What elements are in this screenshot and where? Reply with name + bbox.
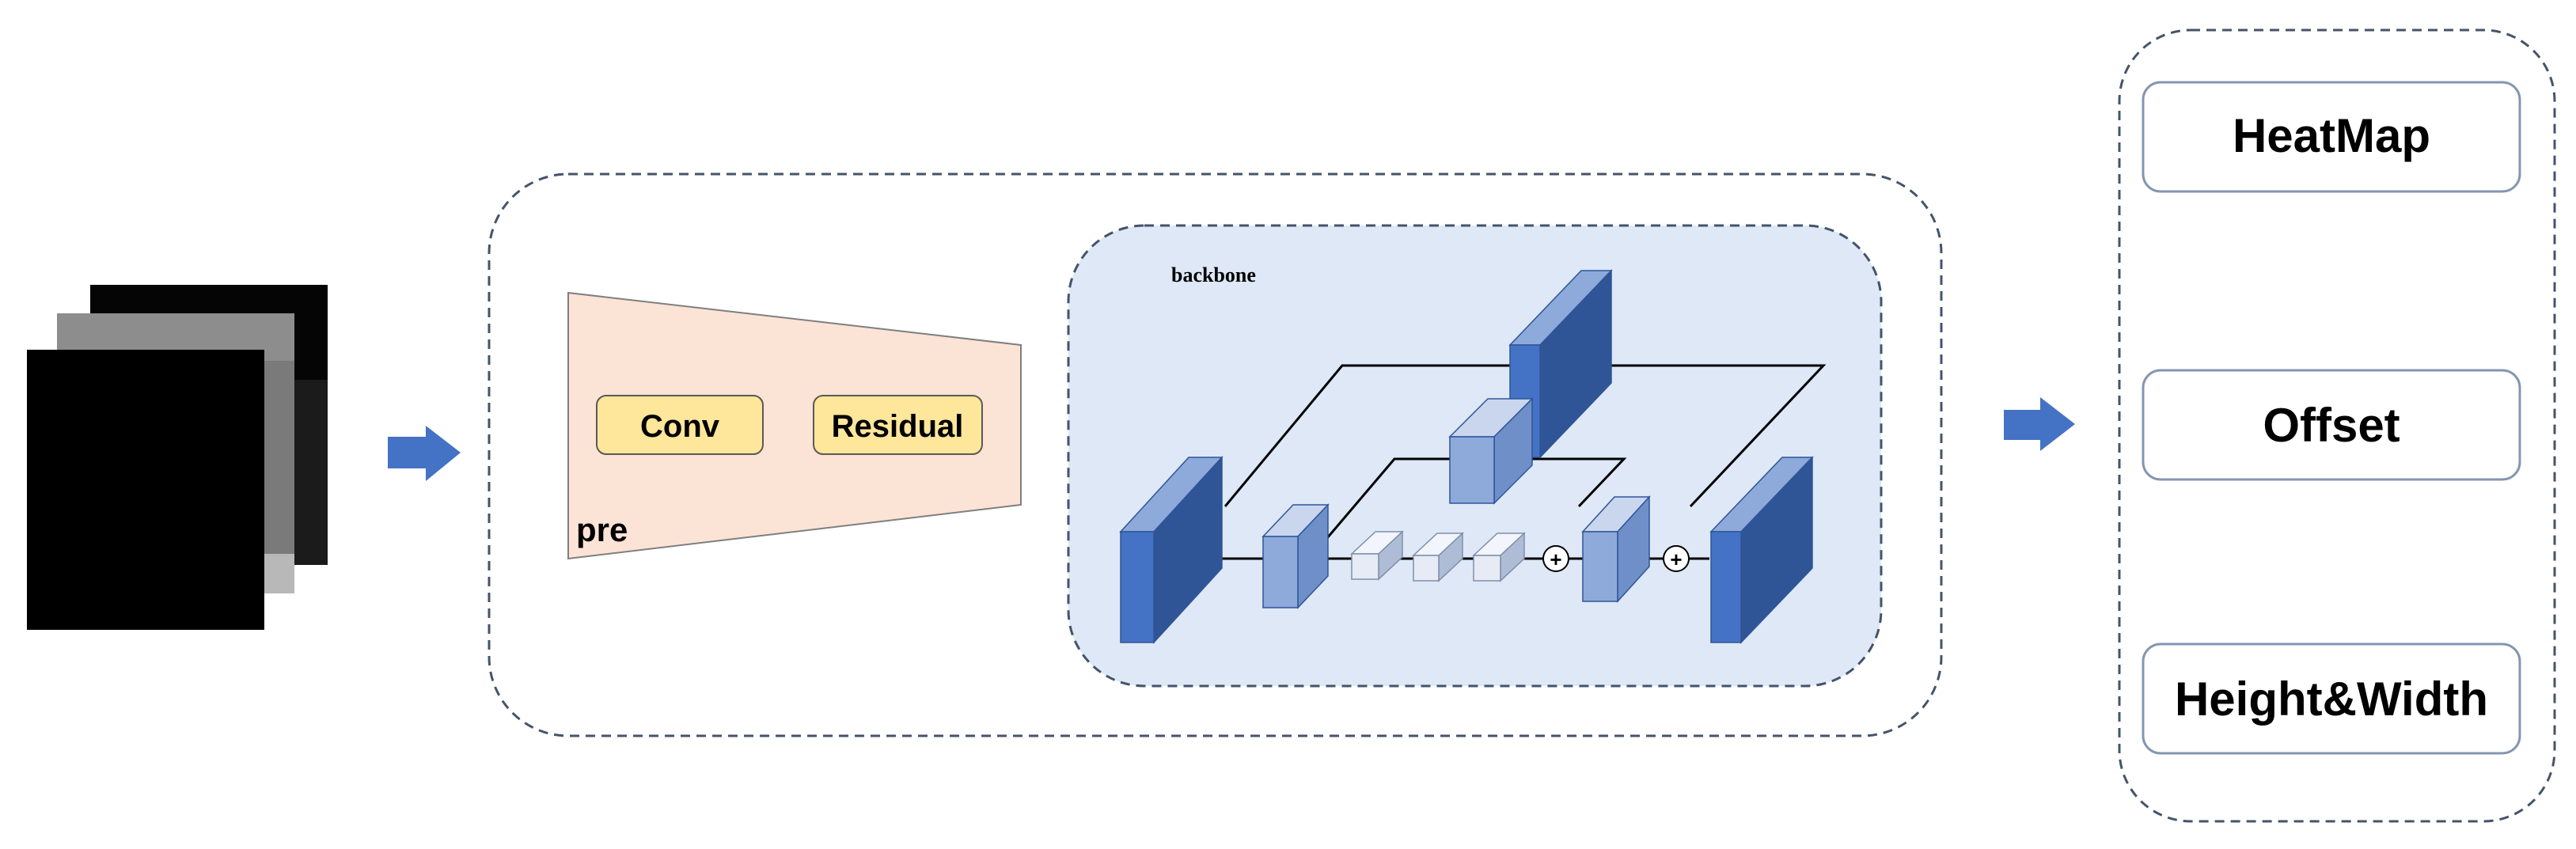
pre-module: Conv Residual pre	[567, 291, 1022, 560]
right-arrow-icon	[388, 426, 461, 481]
merge-plus-icon-2: +	[1663, 545, 1690, 572]
conv-block	[596, 395, 764, 455]
encoder-block-large	[1119, 456, 1224, 644]
pre-label: pre	[576, 511, 628, 548]
small-blocks	[1350, 530, 1526, 582]
small-block-1	[1350, 530, 1404, 581]
backbone-module: backbone	[1067, 224, 1883, 688]
input-image-stack	[27, 285, 328, 630]
input-frame-middle-band	[261, 554, 294, 593]
residual-block-label: Residual	[832, 409, 964, 444]
small-block-2	[1412, 532, 1464, 582]
decoder-block-medium	[1581, 495, 1651, 603]
mid-block-light	[1448, 397, 1534, 505]
output-head-height-width: Height&Width	[2142, 642, 2521, 755]
residual-block	[813, 395, 983, 455]
merge-plus-label-1: +	[1550, 548, 1561, 571]
pre-trapezoid	[567, 291, 1022, 560]
conv-block-label: Conv	[640, 409, 720, 444]
merge-plus-icon-1: +	[1542, 545, 1569, 572]
input-frame-front	[27, 350, 264, 630]
encoder-block-medium	[1261, 503, 1330, 609]
small-block-3	[1472, 532, 1526, 582]
right-arrow-icon	[2004, 397, 2075, 451]
output-head-heatmap: HeatMap	[2142, 81, 2521, 193]
decoder-block-large	[1709, 456, 1814, 644]
output-head-offset-label: Offset	[2263, 399, 2400, 452]
output-head-height-width-label: Height&Width	[2175, 673, 2488, 726]
output-head-offset: Offset	[2142, 369, 2521, 481]
backbone-label: backbone	[1171, 263, 1256, 286]
merge-plus-label-2: +	[1670, 548, 1682, 571]
output-head-heatmap-label: HeatMap	[2233, 109, 2430, 162]
